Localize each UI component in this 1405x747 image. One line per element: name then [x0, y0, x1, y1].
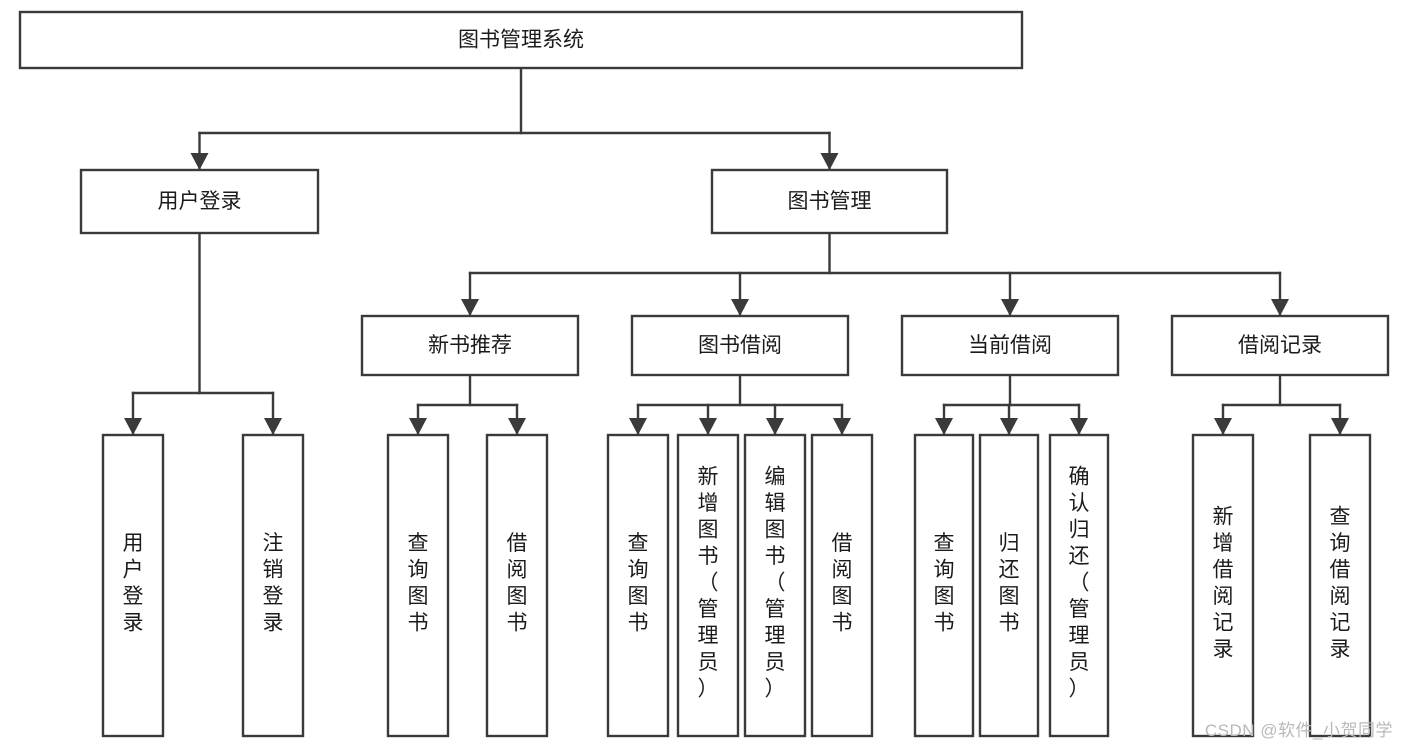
leaf-7-借阅图书-label: 借阅图书	[832, 532, 853, 635]
leaf-1-注销登录-box[interactable]	[241, 433, 305, 738]
leaf-0-用户登录-label: 用户登录	[123, 532, 144, 635]
leaf-4-查询图书[interactable]: 查询图书	[606, 433, 670, 738]
node-图书管理-label: 图书管理	[788, 190, 872, 213]
node-图书借阅-label: 图书借阅	[698, 334, 782, 357]
branch-新书推荐-arrowhead-1	[508, 418, 526, 435]
leaf-11-新增借阅记录-box[interactable]	[1191, 433, 1255, 738]
leaf-4-查询图书-box[interactable]	[606, 433, 670, 738]
branch-图书借阅-arrowhead-0	[629, 418, 647, 435]
leaf-2-查询图书[interactable]: 查询图书	[386, 433, 450, 738]
leaf-9-归还图书-box[interactable]	[978, 433, 1040, 738]
leaf-1-注销登录[interactable]: 注销登录	[241, 433, 305, 738]
node-用户登录-box[interactable]	[79, 168, 320, 235]
leaf-3-借阅图书-label: 借阅图书	[507, 532, 528, 635]
node-图书管理系统-root[interactable]: 图书管理系统	[18, 10, 1024, 70]
leaf-6-编辑图书管理员[interactable]: 编辑图书（管理员）	[743, 433, 807, 738]
leaf-2-查询图书-label: 查询图书	[408, 532, 429, 635]
leaf-10-确认归还管理员-box[interactable]	[1048, 433, 1110, 738]
branch-root-arrowhead-0	[190, 153, 209, 170]
leaf-3-借阅图书[interactable]: 借阅图书	[485, 433, 549, 738]
leaf-5-新增图书管理员[interactable]: 新增图书（管理员）	[676, 433, 740, 738]
node-图书管理系统-root-label: 图书管理系统	[458, 29, 584, 52]
leaf-9-归还图书-label: 归还图书	[999, 532, 1020, 635]
leaf-11-新增借阅记录[interactable]: 新增借阅记录	[1191, 433, 1255, 738]
branch-book-manage-arrowhead-1	[731, 299, 749, 316]
branch-当前借阅-arrowhead-2	[1070, 418, 1088, 435]
branch-当前借阅-arrowhead-0	[935, 418, 953, 435]
branch-借阅记录-arrowhead-1	[1331, 418, 1349, 435]
leaf-10-确认归还管理员[interactable]: 确认归还（管理员）	[1048, 433, 1110, 738]
watermark-text: CSDN @软件_小贺同学	[1204, 721, 1393, 740]
node-借阅记录-label: 借阅记录	[1238, 334, 1322, 357]
node-新书推荐-box[interactable]	[360, 314, 580, 377]
node-当前借阅[interactable]: 当前借阅	[900, 314, 1120, 377]
leaf-7-借阅图书-box[interactable]	[810, 433, 874, 738]
leaf-6-编辑图书管理员-box[interactable]	[743, 433, 807, 738]
node-图书管理-box[interactable]	[710, 168, 949, 235]
leaf-2-查询图书-box[interactable]	[386, 433, 450, 738]
node-用户登录[interactable]: 用户登录	[79, 168, 320, 235]
node-layer: 图书管理系统用户登录图书管理新书推荐图书借阅当前借阅借阅记录用户登录注销登录查询…	[18, 10, 1390, 738]
node-图书借阅[interactable]: 图书借阅	[630, 314, 850, 377]
leaf-0-用户登录-box[interactable]	[101, 433, 165, 738]
branch-book-manage-arrowhead-3	[1271, 299, 1289, 316]
branch-新书推荐-arrowhead-0	[409, 418, 427, 435]
leaf-12-查询借阅记录-box[interactable]	[1308, 433, 1372, 738]
branch-借阅记录-arrowhead-0	[1214, 418, 1232, 435]
leaf-8-查询图书-box[interactable]	[913, 433, 975, 738]
branch-root-arrowhead-1	[820, 153, 839, 170]
leaf-8-查询图书[interactable]: 查询图书	[913, 433, 975, 738]
node-借阅记录-box[interactable]	[1170, 314, 1390, 377]
branch-图书借阅-arrowhead-2	[766, 418, 784, 435]
leaf-12-查询借阅记录-label: 查询借阅记录	[1330, 505, 1351, 661]
node-新书推荐-label: 新书推荐	[428, 334, 512, 357]
connector-layer	[124, 66, 1349, 436]
node-图书借阅-box[interactable]	[630, 314, 850, 377]
leaf-7-借阅图书[interactable]: 借阅图书	[810, 433, 874, 738]
leaf-1-注销登录-label: 注销登录	[263, 532, 284, 635]
leaf-0-用户登录[interactable]: 用户登录	[101, 433, 165, 738]
branch-当前借阅-arrowhead-1	[1000, 418, 1018, 435]
node-当前借阅-label: 当前借阅	[968, 334, 1052, 357]
leaf-12-查询借阅记录[interactable]: 查询借阅记录	[1308, 433, 1372, 738]
leaf-5-新增图书管理员-box[interactable]	[676, 433, 740, 738]
branch-user-login-arrowhead-0	[124, 418, 142, 435]
leaf-8-查询图书-label: 查询图书	[934, 532, 955, 635]
node-借阅记录[interactable]: 借阅记录	[1170, 314, 1390, 377]
leaf-9-归还图书[interactable]: 归还图书	[978, 433, 1040, 738]
node-当前借阅-box[interactable]	[900, 314, 1120, 377]
node-图书管理系统-root-box[interactable]	[18, 10, 1024, 70]
leaf-5-新增图书管理员-label: 新增图书（管理员）	[698, 466, 719, 701]
branch-book-manage-arrowhead-0	[461, 299, 479, 316]
leaf-11-新增借阅记录-label: 新增借阅记录	[1213, 505, 1234, 661]
leaf-6-编辑图书管理员-label: 编辑图书（管理员）	[765, 466, 786, 701]
node-用户登录-label: 用户登录	[158, 190, 242, 213]
node-图书管理[interactable]: 图书管理	[710, 168, 949, 235]
branch-user-login-arrowhead-1	[264, 418, 282, 435]
branch-book-manage-arrowhead-2	[1001, 299, 1019, 316]
leaf-10-确认归还管理员-label: 确认归还（管理员）	[1069, 466, 1090, 701]
branch-图书借阅-arrowhead-3	[833, 418, 851, 435]
node-新书推荐[interactable]: 新书推荐	[360, 314, 580, 377]
leaf-3-借阅图书-box[interactable]	[485, 433, 549, 738]
leaf-4-查询图书-label: 查询图书	[628, 532, 649, 635]
branch-图书借阅-arrowhead-1	[699, 418, 717, 435]
